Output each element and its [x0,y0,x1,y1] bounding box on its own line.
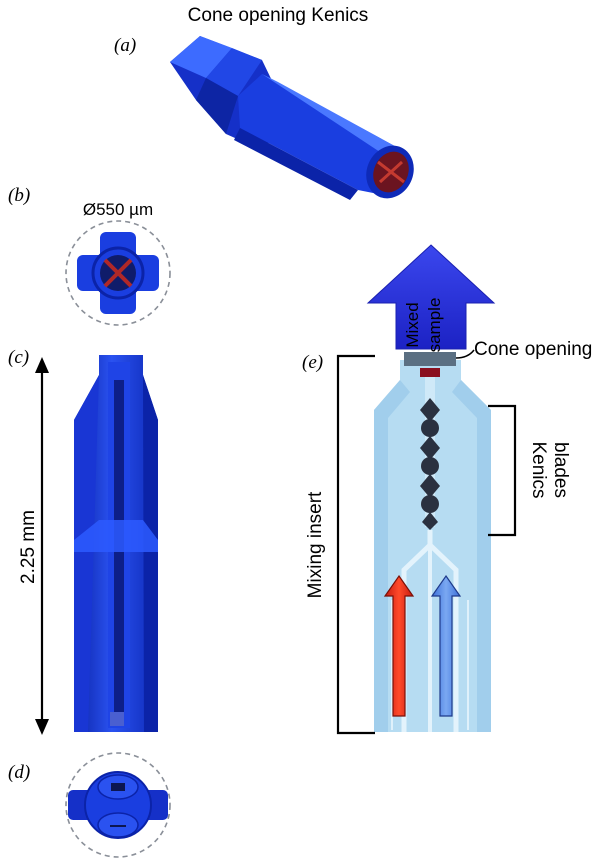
panel-label-c: (c) [8,347,29,368]
diameter-label: Ø550 µm [83,200,153,219]
mixed-sample-label-line2: sample [425,298,444,353]
panel-label-e: (e) [302,352,323,373]
bottom-view-detail [65,752,171,858]
panel-label-a: (a) [114,35,136,56]
top-view-detail [65,220,171,326]
red-inlet-flow-arrow [383,574,415,717]
blue-inlet-flow-arrow [430,574,462,717]
kenics-blades-chain [420,398,440,530]
length-dimension-arrow [35,357,49,735]
mixing-insert-bracket [336,354,375,735]
mixed-sample-label-line1: Mixed [403,302,422,347]
kenics-blades-label-line1: Kenics [528,441,549,498]
mixed-sample-arrow [366,244,496,350]
panel-label-b: (b) [8,185,30,206]
side-view-insert [74,355,158,732]
cone-opening-leader [455,349,475,359]
panel-label-d: (d) [8,762,30,783]
cone-opening-label: Cone opening [474,339,592,360]
length-label: 2.25 mm [18,510,39,584]
kenics-blades-bracket [488,404,517,537]
kenics-blades-label-line2: blades [550,442,571,498]
kenics-insert-3d-view [170,36,414,200]
mixing-insert-schematic [374,352,491,732]
figure-title: Cone opening Kenics [188,5,369,26]
mixing-insert-label: Mixing insert [305,491,326,598]
